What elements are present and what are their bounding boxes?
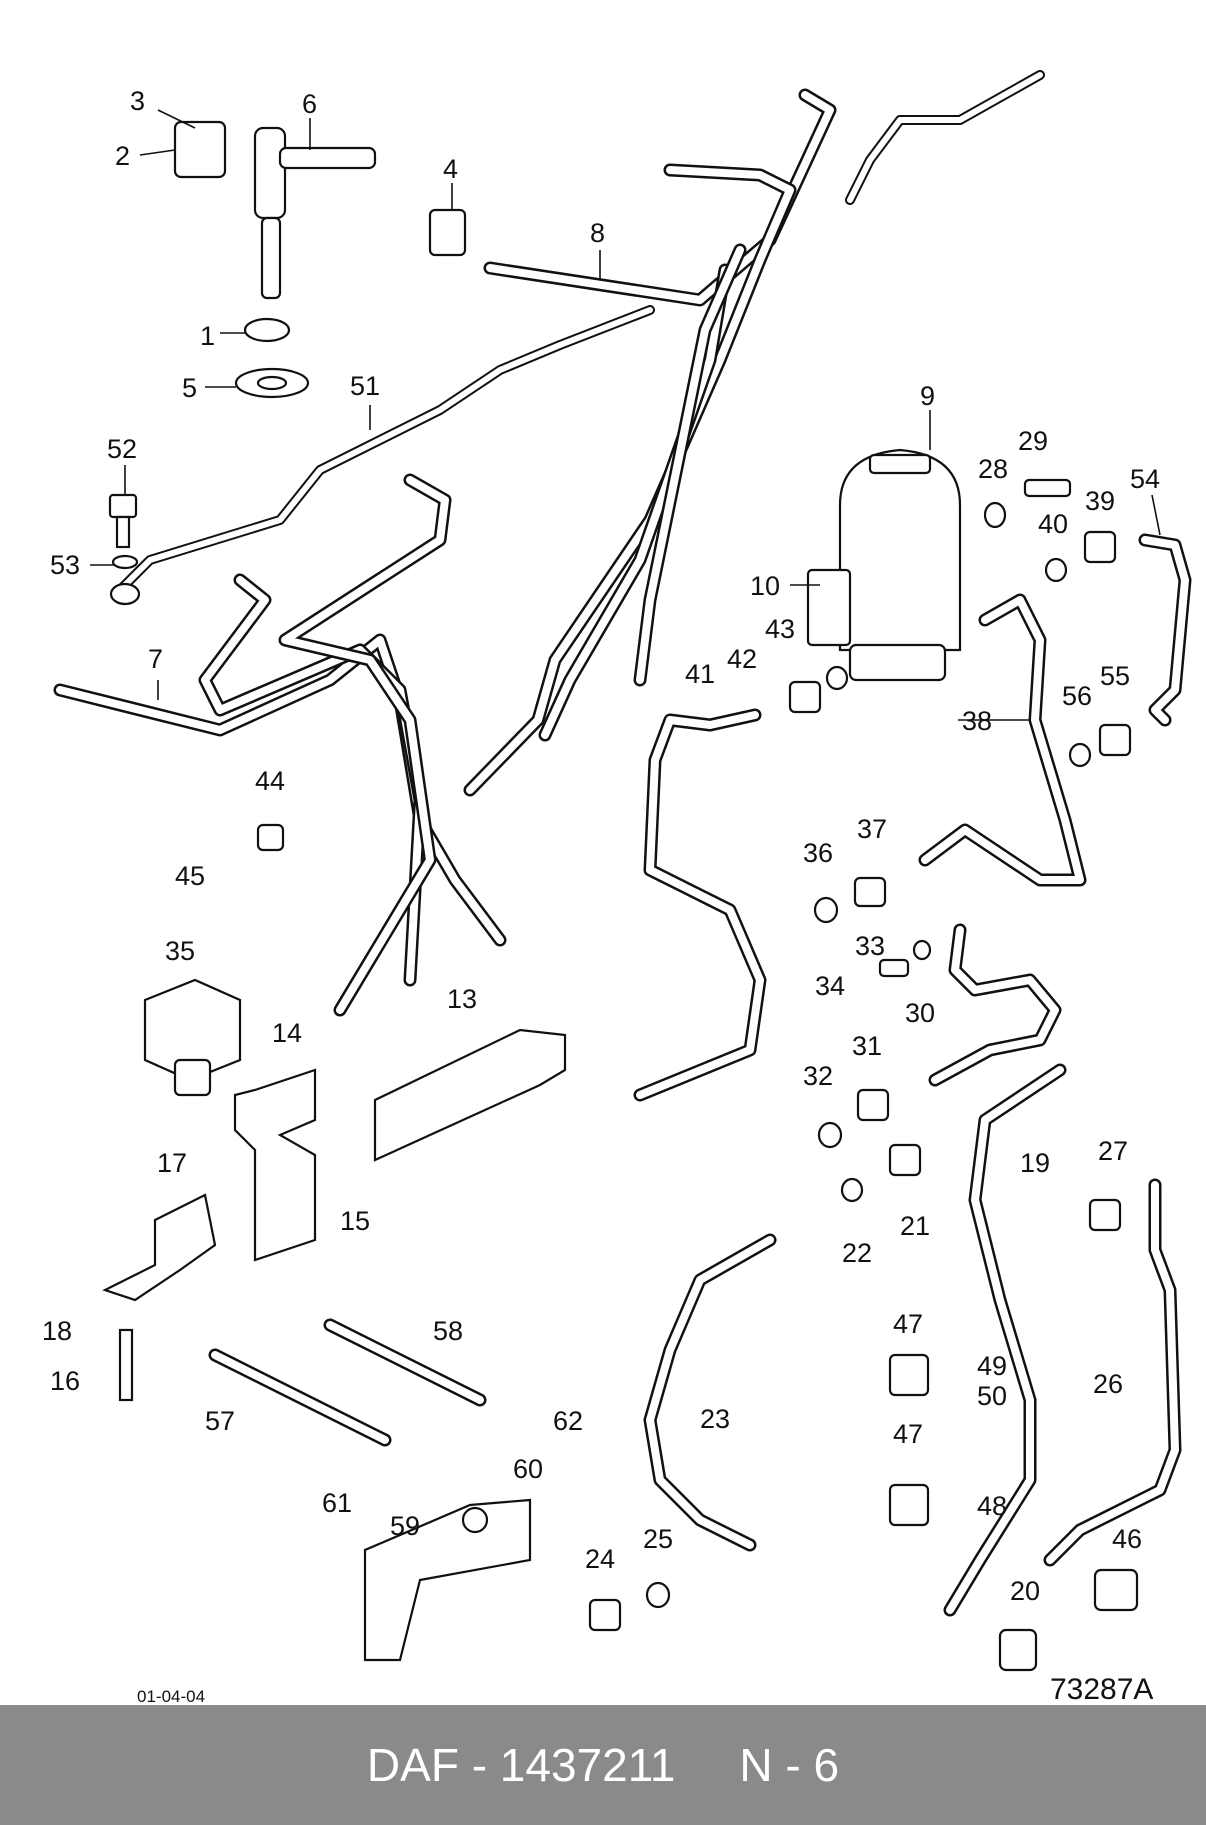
callout-45: 45 bbox=[175, 861, 205, 891]
callout-61: 61 bbox=[322, 1488, 352, 1518]
callout-39: 39 bbox=[1085, 486, 1115, 516]
fuel-system-exploded-diagram: 1 2 3 4 5 6 7 8 9 10 13 14 15 16 17 18 1… bbox=[42, 70, 1192, 1672]
callout-51: 51 bbox=[350, 371, 380, 401]
callout-20: 20 bbox=[1010, 1576, 1040, 1606]
callout-21: 21 bbox=[900, 1211, 930, 1241]
callout-leader-lines bbox=[90, 109, 1161, 721]
callout-22: 22 bbox=[842, 1238, 872, 1268]
callout-27: 27 bbox=[1098, 1136, 1128, 1166]
callout-3: 3 bbox=[130, 86, 145, 116]
fuel-pipes bbox=[53, 70, 1192, 1617]
callout-53: 53 bbox=[50, 550, 80, 580]
callout-46: 46 bbox=[1112, 1524, 1142, 1554]
callout-17: 17 bbox=[157, 1148, 187, 1178]
callout-43: 43 bbox=[765, 614, 795, 644]
callout-25: 25 bbox=[643, 1524, 673, 1554]
callout-numbers: 1 2 3 4 5 6 7 8 9 10 13 14 15 16 17 18 1… bbox=[42, 86, 1160, 1606]
callout-54: 54 bbox=[1130, 464, 1160, 494]
callout-30: 30 bbox=[905, 998, 935, 1028]
callout-42: 42 bbox=[727, 644, 757, 674]
callout-16: 16 bbox=[50, 1366, 80, 1396]
callout-50: 50 bbox=[977, 1381, 1007, 1411]
callout-57: 57 bbox=[205, 1406, 235, 1436]
callout-37: 37 bbox=[857, 814, 887, 844]
callout-52: 52 bbox=[107, 434, 137, 464]
callout-32: 32 bbox=[803, 1061, 833, 1091]
callout-38: 38 bbox=[962, 706, 992, 736]
callout-60: 60 bbox=[513, 1454, 543, 1484]
callout-4: 4 bbox=[443, 154, 458, 184]
date-code: 01-04-04 bbox=[137, 1687, 206, 1706]
callout-13: 13 bbox=[447, 984, 477, 1014]
callout-34: 34 bbox=[815, 971, 845, 1001]
callout-56: 56 bbox=[1062, 681, 1092, 711]
drawing-number: 73287A bbox=[1050, 1673, 1154, 1706]
callout-47b: 47 bbox=[893, 1419, 923, 1449]
callout-62: 62 bbox=[553, 1406, 583, 1436]
callout-36: 36 bbox=[803, 838, 833, 868]
callout-8: 8 bbox=[590, 218, 605, 248]
callout-48: 48 bbox=[977, 1491, 1007, 1521]
callout-33: 33 bbox=[855, 931, 885, 961]
callout-5: 5 bbox=[182, 373, 197, 403]
callout-59: 59 bbox=[390, 1511, 420, 1541]
callout-58: 58 bbox=[433, 1316, 463, 1346]
callout-18: 18 bbox=[42, 1316, 72, 1346]
callout-6: 6 bbox=[302, 89, 317, 119]
callout-49: 49 bbox=[977, 1351, 1007, 1381]
footer-bar: DAF - 1437211 N - 6 bbox=[0, 1705, 1206, 1825]
callout-10: 10 bbox=[750, 571, 780, 601]
callout-23: 23 bbox=[700, 1404, 730, 1434]
callout-9: 9 bbox=[920, 381, 935, 411]
callout-40: 40 bbox=[1038, 509, 1068, 539]
callout-35: 35 bbox=[165, 936, 195, 966]
callout-55: 55 bbox=[1100, 661, 1130, 691]
callout-29: 29 bbox=[1018, 426, 1048, 456]
callout-47a: 47 bbox=[893, 1309, 923, 1339]
callout-26: 26 bbox=[1093, 1369, 1123, 1399]
callout-19: 19 bbox=[1020, 1148, 1050, 1178]
callout-24: 24 bbox=[585, 1544, 615, 1574]
callout-41: 41 bbox=[685, 659, 715, 689]
callout-31: 31 bbox=[852, 1031, 882, 1061]
callout-44: 44 bbox=[255, 766, 285, 796]
callout-7: 7 bbox=[148, 644, 163, 674]
callout-2: 2 bbox=[115, 141, 130, 171]
callout-28: 28 bbox=[978, 454, 1008, 484]
callout-14: 14 bbox=[272, 1018, 302, 1048]
callout-15: 15 bbox=[340, 1206, 370, 1236]
parts bbox=[102, 120, 1139, 1672]
part-number-label: DAF - 1437211 N - 6 bbox=[366, 1739, 840, 1791]
callout-1: 1 bbox=[200, 321, 215, 351]
